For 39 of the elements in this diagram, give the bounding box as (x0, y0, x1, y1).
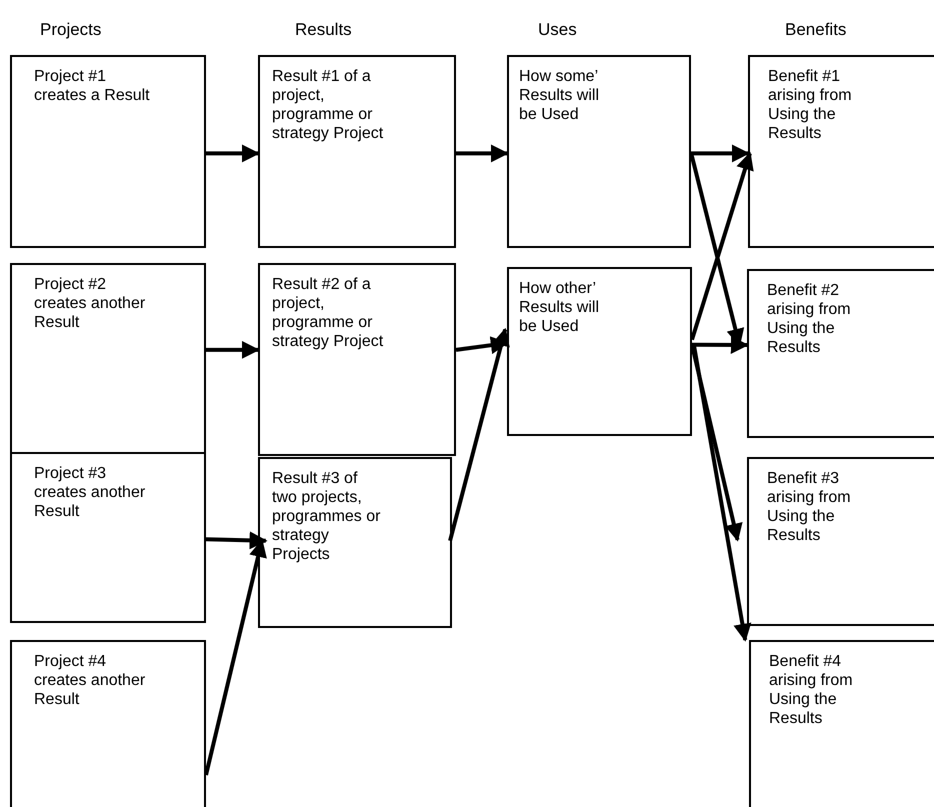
process-box (748, 55, 934, 248)
box-text: Benefit #3 arising from Using the Results (767, 469, 852, 545)
box-text: Project #3 creates another Result (34, 464, 146, 521)
process-box (10, 55, 206, 248)
arrow (690, 344, 743, 542)
arrow (448, 328, 510, 542)
box-text: Benefit #4 arising from Using the Results (769, 652, 854, 728)
arrow (691, 144, 750, 162)
arrow (692, 344, 752, 642)
process-box (258, 55, 456, 248)
arrow (206, 144, 260, 162)
column-heading: Benefits (785, 20, 846, 40)
box-text: How other’ Results will be Used (519, 279, 600, 336)
process-box (258, 263, 456, 456)
column-heading: Uses (538, 20, 577, 40)
box-text: Result #2 of a project, programme or strategy Project (272, 275, 384, 351)
arrow (456, 144, 509, 162)
process-box (10, 452, 206, 623)
process-box (747, 269, 934, 438)
process-box (747, 457, 934, 626)
box-text: Project #1 creates a Result (34, 67, 151, 105)
box-text: Benefit #2 arising from Using the Results (767, 281, 852, 357)
arrow (206, 340, 260, 359)
process-box (749, 640, 934, 807)
box-text: Project #2 creates another Result (34, 275, 146, 332)
box-text: Project #4 creates another Result (34, 652, 146, 709)
process-box (507, 267, 692, 436)
process-box (10, 640, 206, 807)
box-text: How some’ Results will be Used (519, 67, 600, 124)
arrow (692, 336, 749, 354)
arrow (206, 531, 268, 550)
process-box (507, 55, 691, 248)
column-heading: Projects (40, 20, 102, 40)
arrow (690, 152, 754, 340)
box-text: Result #1 of a project, programme or strategy Project (272, 67, 384, 143)
box-text: Result #3 of two projects, programmes or strategy Projects (272, 469, 382, 564)
box-text: Benefit #1 arising from Using the Results (768, 67, 853, 143)
process-box (258, 457, 452, 628)
column-heading: Results (295, 20, 352, 40)
